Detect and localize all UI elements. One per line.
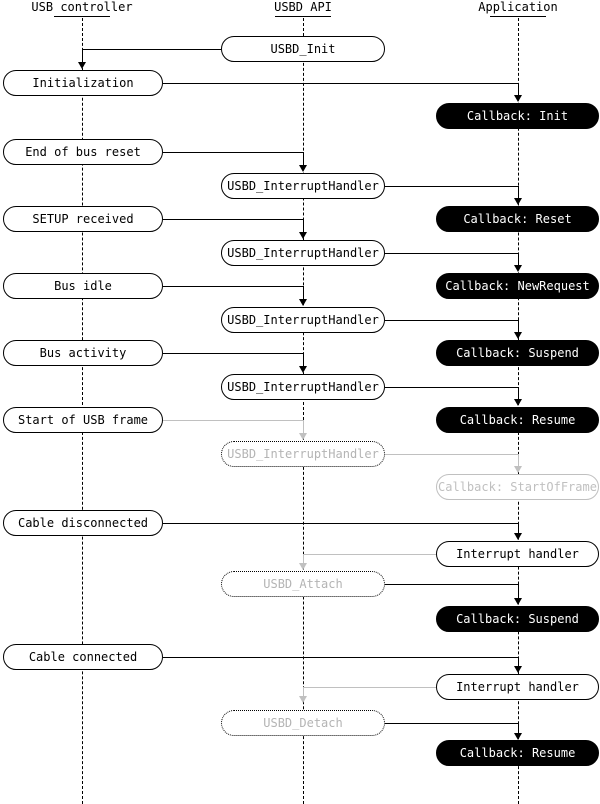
lane-title-usbd-api: USBD API [274,0,332,14]
arrowhead-interrupt-handler-2 [514,666,522,673]
connector-usbd-ih-5-to-callback-startofframe [385,454,518,455]
node-usbd-interrupthandler-2[interactable]: USBD_InterruptHandler [221,240,385,266]
arrowhead-callback-init [514,95,522,102]
node-initialization[interactable]: Initialization [3,70,163,96]
lane-lifeline-usbd-api [303,18,304,804]
connector-cable-disconnected-to-interrupt-handler-1-drop [518,523,519,534]
connector-usbd-init-to-initialization-drop [82,49,83,63]
connector-interrupt-handler-1-to-usbd-attach-drop [303,554,304,564]
arrowhead-callback-suspend-1 [514,332,522,339]
connector-cable-connected-to-interrupt-handler-2 [163,657,518,658]
connector-usbd-detach-to-callback-resume-2-drop [518,723,519,737]
connector-usbd-ih-1-to-callback-reset-drop [518,186,519,199]
node-usbd-interrupthandler-5-disabled[interactable]: USBD_InterruptHandler [221,441,385,467]
arrowhead-callback-resume-2 [514,733,522,740]
node-callback-init[interactable]: Callback: Init [436,103,599,129]
node-end-of-bus-reset[interactable]: End of bus reset [3,139,163,165]
connector-usbd-ih-4-to-callback-resume-1 [385,387,518,388]
node-callback-startofframe-disabled[interactable]: Callback: StartOfFrame [436,474,599,500]
connector-start-of-usb-frame-to-usbd-ih-5-drop [303,420,304,434]
node-usbd-detach-disabled[interactable]: USBD_Detach [221,710,385,736]
connector-start-of-usb-frame-to-usbd-ih-5 [163,420,303,421]
arrowhead-initialization [78,62,86,69]
connector-setup-received-to-usbd-ih-2 [163,219,303,220]
node-setup-received[interactable]: SETUP received [3,206,163,232]
connector-initialization-to-callback-init-drop [518,83,519,96]
node-callback-newrequest[interactable]: Callback: NewRequest [436,273,599,299]
node-interrupt-handler-2[interactable]: Interrupt handler [436,674,599,700]
connector-usbd-attach-to-callback-suspend-2-drop [518,584,519,598]
node-interrupt-handler-1[interactable]: Interrupt handler [436,541,599,567]
arrowhead-usbd-ih-3 [299,299,307,306]
node-usbd-interrupthandler-4[interactable]: USBD_InterruptHandler [221,374,385,400]
connector-usbd-ih-1-to-callback-reset [385,186,518,187]
lane-title-application: Application [478,0,558,14]
arrowhead-usbd-ih-5-ghost [299,433,307,440]
node-bus-idle[interactable]: Bus idle [3,273,163,299]
connector-bus-activity-to-usbd-ih-4 [163,353,303,354]
node-callback-reset[interactable]: Callback: Reset [436,206,599,232]
connector-bus-idle-to-usbd-ih-3 [163,286,303,287]
node-callback-suspend-2[interactable]: Callback: Suspend [436,606,599,632]
connector-end-of-bus-reset-to-usbd-ih-1-drop [303,152,304,166]
arrowhead-callback-reset [514,198,522,205]
node-callback-suspend-1[interactable]: Callback: Suspend [436,340,599,366]
connector-interrupt-handler-2-to-usbd-detach-drop [303,687,304,697]
connector-usbd-ih-5-to-callback-startofframe-drop [518,454,519,467]
node-usbd-interrupthandler-1[interactable]: USBD_InterruptHandler [221,173,385,199]
arrowhead-callback-suspend-2 [514,598,522,605]
connector-usbd-ih-2-to-callback-newrequest-drop [518,253,519,266]
connector-usbd-detach-to-callback-resume-2 [385,723,518,724]
connector-interrupt-handler-2-to-usbd-detach [303,687,436,688]
node-cable-connected[interactable]: Cable connected [3,644,163,670]
arrowhead-usbd-ih-4 [299,366,307,373]
arrowhead-usbd-ih-2 [299,232,307,239]
arrowhead-callback-resume-1 [514,399,522,406]
lane-underline-usbd-api [275,16,331,17]
node-callback-resume-1[interactable]: Callback: Resume [436,407,599,433]
connector-usbd-ih-4-to-callback-resume-1-drop [518,387,519,400]
connector-usbd-ih-2-to-callback-newrequest [385,253,518,254]
connector-initialization-to-callback-init [163,83,518,84]
arrowhead-callback-newrequest [514,265,522,272]
connector-bus-activity-to-usbd-ih-4-drop [303,353,304,367]
connector-usbd-ih-3-to-callback-suspend-1 [385,320,518,321]
node-usbd-init[interactable]: USBD_Init [221,36,385,62]
connector-end-of-bus-reset-to-usbd-ih-1 [163,152,303,153]
connector-usbd-init-to-initialization [82,49,221,50]
arrowhead-usbd-detach [299,696,307,703]
arrowhead-usbd-ih-1 [299,165,307,172]
connector-usbd-ih-3-to-callback-suspend-1-drop [518,320,519,333]
arrowhead-interrupt-handler-1 [514,533,522,540]
arrowhead-callback-startofframe [514,466,522,473]
node-callback-resume-2[interactable]: Callback: Resume [436,740,599,766]
node-cable-disconnected[interactable]: Cable disconnected [3,510,163,536]
node-bus-activity[interactable]: Bus activity [3,340,163,366]
connector-interrupt-handler-1-to-usbd-attach [303,554,436,555]
connector-bus-idle-to-usbd-ih-3-drop [303,286,304,300]
arrowhead-usbd-attach [299,563,307,570]
lane-title-usb-controller: USB controller [31,0,133,14]
lane-underline-application [490,16,546,17]
connector-setup-received-to-usbd-ih-2-drop [303,219,304,233]
node-start-of-usb-frame[interactable]: Start of USB frame [3,407,163,433]
node-usbd-attach-disabled[interactable]: USBD_Attach [221,571,385,597]
node-usbd-interrupthandler-3[interactable]: USBD_InterruptHandler [221,307,385,333]
connector-cable-disconnected-to-interrupt-handler-1 [163,523,518,524]
lane-underline-usb-controller [54,16,110,17]
connector-usbd-attach-to-callback-suspend-2 [385,584,518,585]
connector-cable-connected-to-interrupt-handler-2-drop [518,657,519,668]
